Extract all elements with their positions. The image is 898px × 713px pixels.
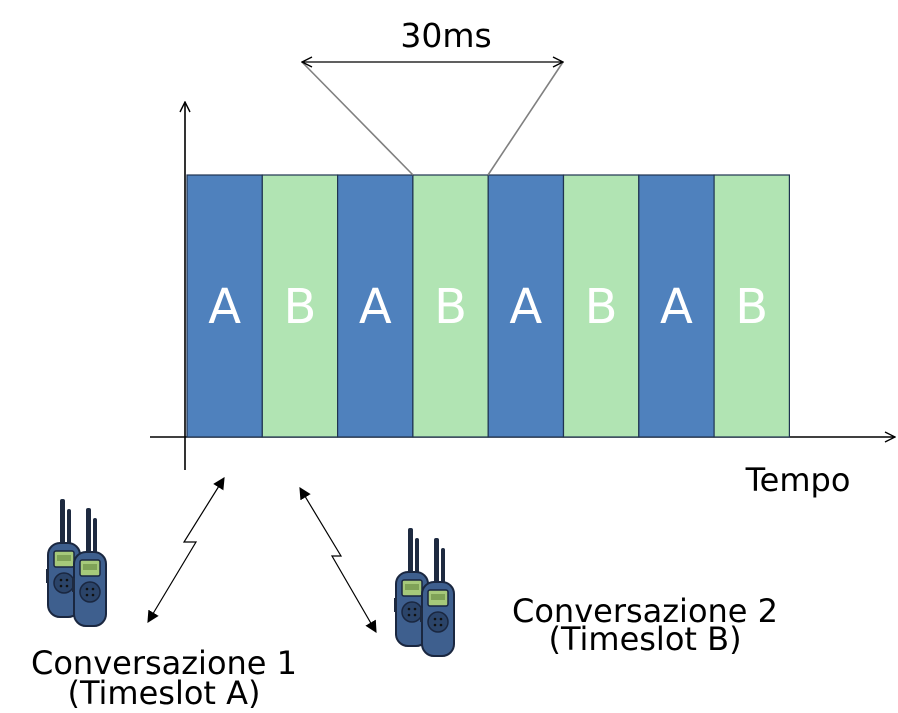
radio-link-arrow-b	[299, 486, 377, 634]
time-axis-label: Tempo	[745, 461, 851, 499]
timeslot-label: B	[283, 279, 316, 335]
conversation-1-subtitle: (Timeslot A)	[67, 674, 260, 709]
timeslot-b-block	[261, 174, 339, 438]
timeslot-a-block	[638, 174, 715, 438]
timeslot-label: A	[359, 279, 392, 335]
conversation-2-subtitle: (Timeslot B)	[548, 620, 741, 658]
radio-link-arrow-a	[147, 476, 225, 624]
conversation-1-title: Conversazione 1	[31, 644, 297, 682]
timeslot-label: A	[660, 279, 693, 335]
timeslot-a-block	[337, 174, 414, 438]
conversation-2-title: Conversazione 2	[512, 592, 778, 630]
timeslot-label: B	[434, 279, 467, 335]
walkie-talkie-pair-icon	[45, 498, 107, 627]
duration-label: 30ms	[400, 16, 491, 55]
walkie-talkie-pair-icon	[393, 527, 455, 657]
timeslot-label: B	[735, 279, 768, 335]
timeslot-label: B	[585, 279, 618, 335]
timeslot-a-block	[186, 174, 263, 438]
timeslot-label: A	[509, 279, 542, 335]
timeslot-b-block	[562, 174, 640, 438]
timeslot-label: A	[208, 279, 241, 335]
timeslot-b-block	[713, 174, 790, 438]
timeslot-b-block	[412, 174, 489, 438]
duration-leader-left	[301, 61, 414, 176]
duration-indicator: 30ms	[301, 16, 564, 176]
duration-leader-right	[487, 61, 564, 176]
